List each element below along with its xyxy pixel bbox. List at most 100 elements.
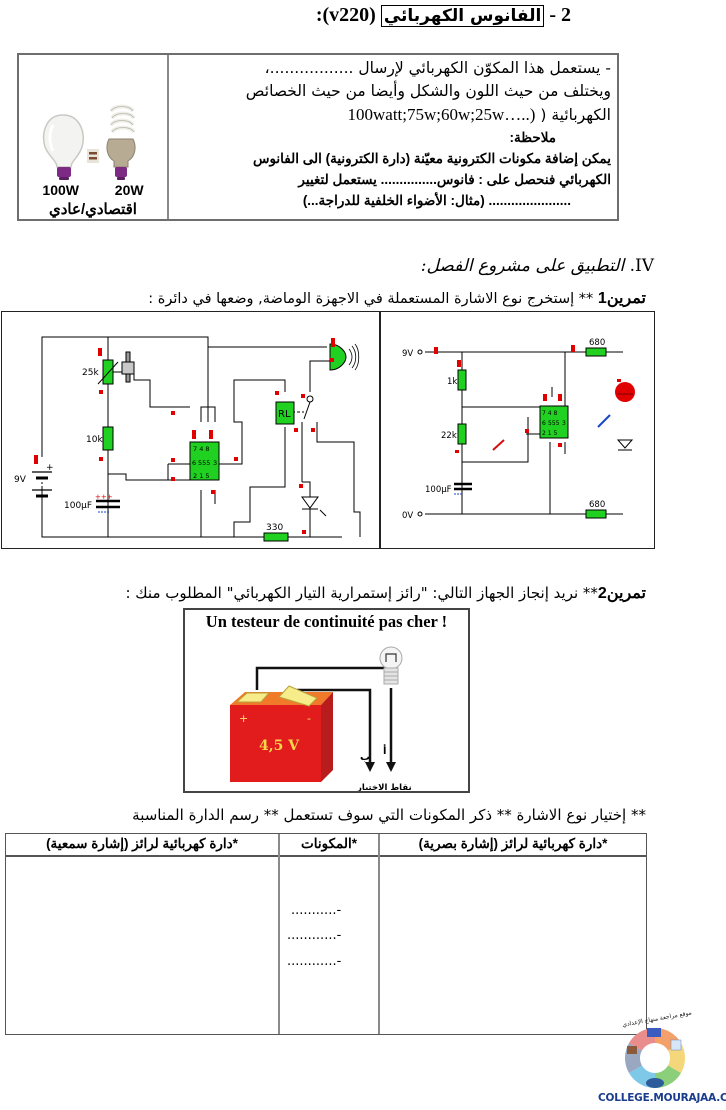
probe-red-icon [492, 439, 505, 451]
wattage-caption: 100W 20W [19, 182, 167, 198]
section-number: 2 - [549, 4, 571, 26]
relay-rl [275, 401, 295, 425]
label-9v: 9V [14, 475, 27, 485]
chip-right-pin-6: 6 [542, 420, 546, 427]
lamp-line-3: الكهربائية ( 100watt;75w;60w;25w…..) [174, 103, 611, 127]
battery-minus: - [307, 712, 311, 725]
incandescent-bulb-icon [42, 114, 84, 180]
component-blank-2[interactable]: ............- [287, 928, 342, 943]
header-components: *المكونات [301, 836, 357, 851]
point-a-label: أ [383, 744, 386, 757]
svg-text:+: + [46, 463, 54, 473]
potentiometer-25k [102, 359, 114, 385]
battery-plus: + [239, 712, 248, 725]
logo-text[interactable]: COLLEGE.MOURAJAA.COM [598, 1092, 726, 1104]
lamp-info-table: - يستعمل هذا المكوّن الكهربائي لإرسال ..… [17, 53, 619, 221]
lamp-description: - يستعمل هذا المكوّن الكهربائي لإرسال ..… [174, 57, 611, 211]
bulb-type-caption: اقتصادي/عادي [49, 201, 137, 218]
chip-pins-top: 7 4 8 [193, 445, 210, 453]
exercise-2-label: تمرين2 [597, 585, 646, 602]
chip-pin-3: 3 [213, 459, 217, 467]
circuits-frame: + +++ [1, 311, 655, 549]
tester-illustration: + - 4,5 V ب أ نقاط الاختبار [230, 646, 412, 791]
label-0v: 0V [402, 511, 413, 521]
probe-blue-icon [597, 414, 611, 428]
lamp-wattages: 100watt;75w;60w;25w…..) [347, 105, 536, 124]
svg-text:+++: +++ [95, 493, 113, 501]
circuits-divider [379, 312, 381, 548]
section-iv-numeral: IV. [629, 256, 654, 276]
exercise-2-text: ** نريد إنجاز الجهاز التالي: "رائز إستمر… [125, 584, 598, 602]
circuit-right-diagram: 9V 0V 1k 22k 100µF 7 4 8 6 555 3 2 1 5 6… [402, 338, 635, 521]
led-off-icon [616, 439, 634, 449]
resistor-680-bottom [585, 509, 607, 519]
chip-555-right [539, 405, 569, 439]
lamp-comparison-image: 100W 20W اقتصادي/عادي [19, 55, 167, 219]
exercise-1: تمرين1 ** إستخرج نوع الاشارة المستعملة ف… [148, 288, 646, 308]
column-divider-left [278, 834, 280, 1034]
steps-instructions: ** إختيار نوع الاشارة ** ذكر المكونات ال… [132, 806, 646, 824]
energy-saving-bulb-icon [106, 104, 136, 180]
answer-table: *دارة كهربائية لرائز (إشارة بصرية) *المك… [5, 833, 647, 1035]
chip-right-pins-top: 7 4 8 [542, 410, 557, 417]
column-divider-right [378, 834, 380, 1034]
red-led-icon [615, 382, 635, 402]
battery-4-5v-icon [230, 685, 333, 782]
label-25k: 25k [82, 368, 99, 378]
label-9v-right: 9V [402, 349, 413, 359]
resistor-330 [263, 532, 289, 542]
led-symbol [301, 496, 327, 517]
battery-symbol: + [32, 455, 54, 498]
section-title-suffix: (v220): [315, 4, 376, 26]
label-100uf: 100µF [64, 501, 92, 511]
relay-label: RL [278, 409, 291, 420]
note-line-2: الكهربائي فنحصل على : فانوس.............… [298, 172, 611, 187]
circuit-left-diagram: + +++ [14, 336, 361, 542]
table-divider [167, 55, 169, 219]
label-22k: 22k [441, 431, 457, 441]
bulbs-illustration [42, 104, 136, 180]
note-line-3: ...................... (مثال: الأضواء ال… [302, 193, 571, 208]
exercise-1-text: ** إستخرج نوع الاشارة المستعملة في الاجه… [148, 291, 598, 307]
equals-icon [87, 149, 99, 163]
header-visual-circuit: *دارة كهربائية لرائز (إشارة بصرية) [418, 836, 608, 851]
label-100uf-right: 100µF [425, 485, 452, 495]
header-separator [6, 855, 646, 857]
chip-pins-bottom: 2 1 5 [193, 472, 210, 480]
chip-right-pin-3: 3 [562, 420, 566, 427]
label-1k: 1k [447, 377, 457, 387]
note-line-1: يمكن إضافة مكونات الكترونية معيّنة (دارة… [252, 151, 611, 166]
tester-title: Un testeur de continuité pas cher ! [205, 612, 448, 631]
watts-100: 100W [42, 182, 79, 198]
component-blank-1[interactable]: ...........- [291, 903, 342, 918]
chip-label: 555 [198, 459, 210, 467]
chip-right-pins-bottom: 2 1 5 [542, 430, 557, 437]
buzzer-icon [329, 343, 347, 371]
logo-ring-icon: موقع مراجعة منهاج الإعدادي [622, 1009, 692, 1088]
point-b-label: ب [360, 752, 370, 763]
resistor-1k [457, 369, 467, 391]
continuity-tester-image: Un testeur de continuité pas cher ! + - … [183, 608, 470, 793]
section-iv-title: التطبيق على مشروع الفصل: [420, 256, 625, 276]
label-680-bottom: 680 [589, 500, 605, 510]
exercise-2: تمرين2** نريد إنجاز الجهاز التالي: "رائز… [125, 583, 646, 603]
lamp-line-2: ويختلف من حيث اللون والشكل وأيضا من حيث … [245, 82, 611, 100]
note-title: ملاحظة: [509, 130, 556, 145]
label-10k: 10k [86, 435, 103, 445]
section-iv-heading: IV. التطبيق على مشروع الفصل: [421, 256, 654, 276]
battery-voltage: 4,5 V [259, 738, 300, 754]
lamp-line-1: - يستعمل هذا المكوّن الكهربائي لإرسال ..… [264, 59, 611, 77]
watts-20: 20W [114, 182, 144, 198]
chip-right-label: 555 [548, 420, 560, 427]
resistor-22k [457, 423, 467, 445]
section-heading: 2 - الفانوس الكهربائي (v220): [316, 4, 571, 27]
header-audio-circuit: *دارة كهربائية لرائز (إشارة سمعية) [46, 836, 238, 851]
site-logo[interactable]: موقع مراجعة منهاج الإعدادي [600, 1000, 720, 1110]
chip-555 [189, 441, 220, 481]
chip-pin-6: 6 [192, 459, 196, 467]
section-title-boxed: الفانوس الكهربائي [380, 5, 545, 27]
label-330: 330 [266, 523, 283, 533]
exercise-1-label: تمرين1 [597, 290, 646, 307]
resistor-10k [102, 426, 114, 451]
component-blank-3[interactable]: ............- [287, 954, 342, 969]
